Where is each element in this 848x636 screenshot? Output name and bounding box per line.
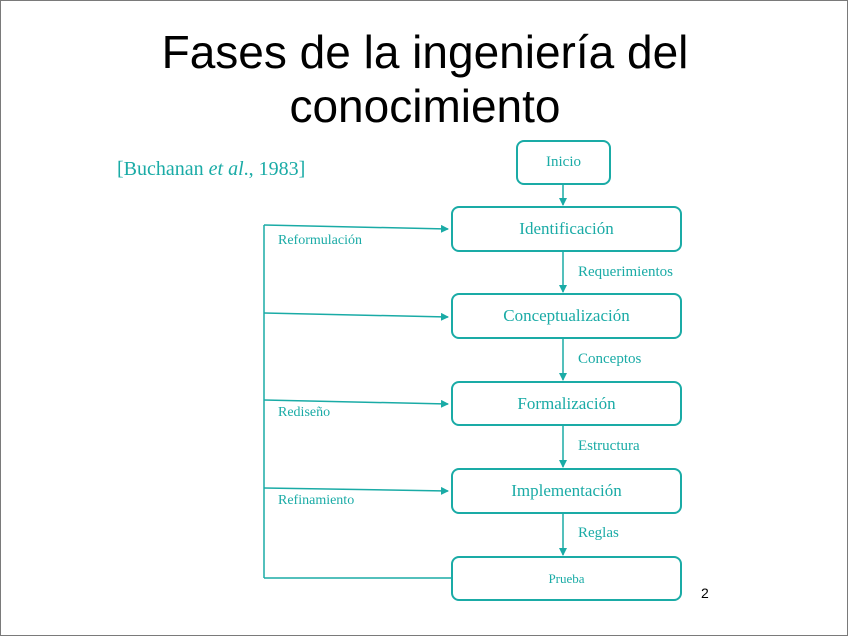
node-implementacion: Implementación	[451, 468, 682, 514]
node-inicio: Inicio	[516, 140, 611, 185]
node-identificacion-label: Identificación	[519, 219, 614, 238]
feedback-to-implementacion	[263, 486, 449, 495]
citation-italic: et al	[208, 158, 244, 180]
edge-label-reglas: Reglas	[578, 525, 619, 541]
node-conceptualizacion: Conceptualización	[451, 293, 682, 339]
feedback-to-conceptualizacion	[263, 312, 449, 321]
title-line-1: Fases de la ingeniería del	[161, 26, 689, 78]
node-formalizacion: Formalización	[451, 381, 682, 426]
edge-label-conceptos: Conceptos	[578, 351, 642, 367]
feedback-to-identificacion	[263, 224, 449, 233]
feedback-label-reformulacion: Reformulación	[278, 233, 362, 248]
edge-label-estructura: Estructura	[578, 438, 640, 454]
page-number: 2	[701, 585, 709, 601]
node-prueba: Prueba	[451, 556, 682, 601]
citation-close: ., 1983]	[243, 158, 306, 180]
node-prueba-label: Prueba	[548, 570, 585, 586]
slide-title: Fases de la ingeniería del conocimiento	[1, 25, 847, 133]
node-formalizacion-label: Formalización	[517, 393, 616, 413]
feedback-to-formalizacion	[263, 399, 449, 408]
citation: [Buchanan et al., 1983]	[117, 158, 305, 181]
citation-open: [Buchanan	[117, 158, 209, 180]
node-conceptualizacion-label: Conceptualización	[503, 306, 630, 325]
title-line-2: conocimiento	[289, 80, 561, 132]
edge-label-requerimientos: Requerimientos	[578, 264, 673, 280]
feedback-label-rediseno: Rediseño	[278, 405, 331, 420]
feedback-label-refinamiento: Refinamiento	[278, 493, 355, 508]
node-implementacion-label: Implementación	[511, 481, 622, 500]
node-identificacion: Identificación	[451, 206, 682, 252]
node-inicio-label: Inicio	[546, 154, 581, 170]
